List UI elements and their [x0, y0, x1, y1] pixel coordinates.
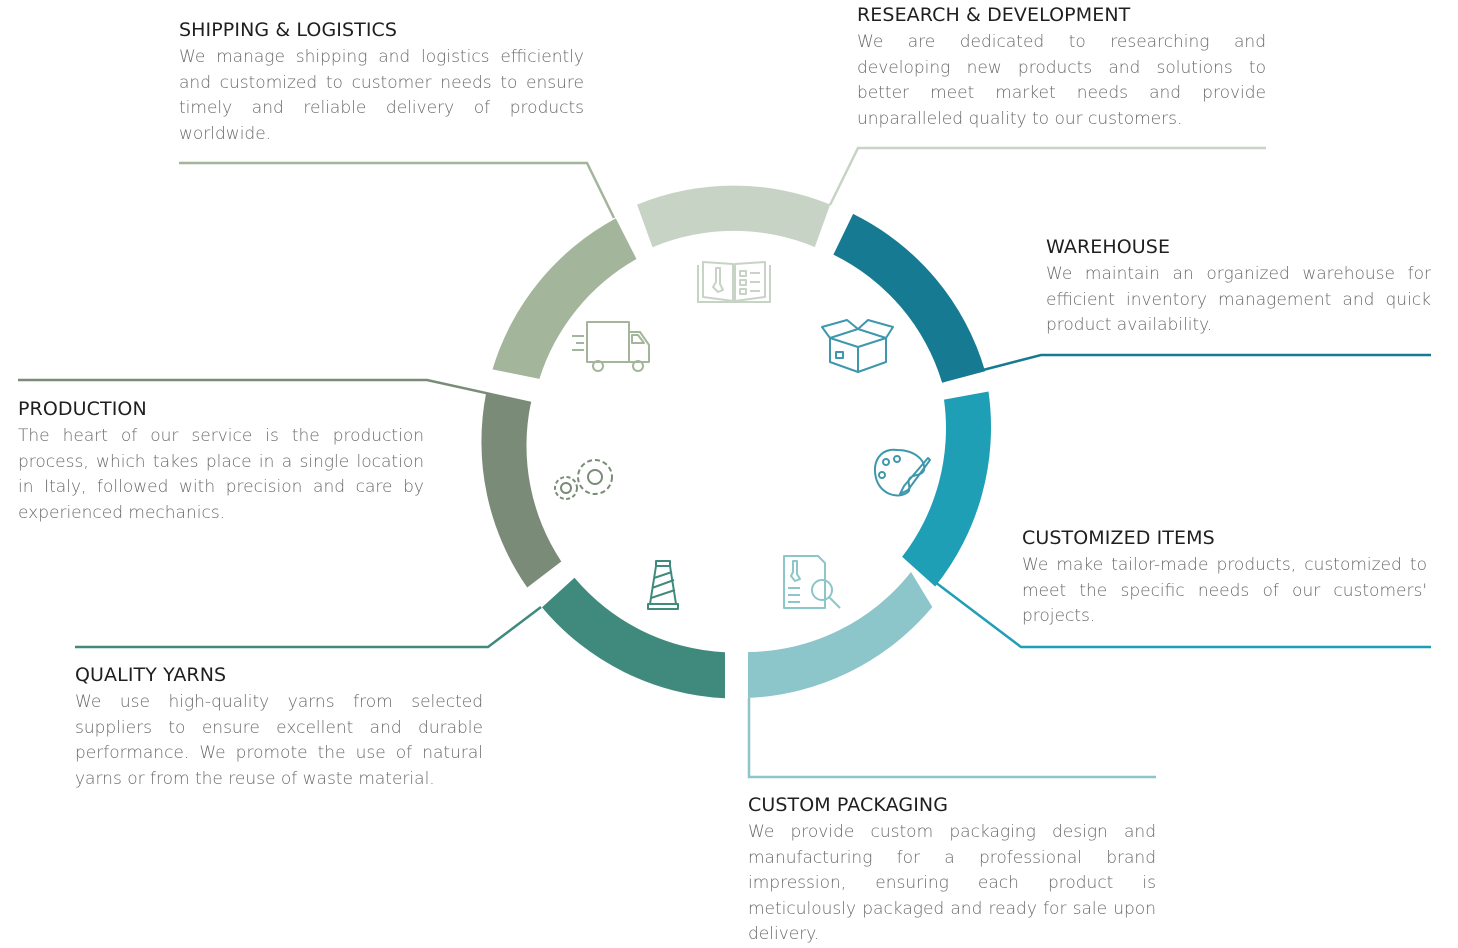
text-packaging: We provide custom packaging design and m… [748, 822, 1156, 944]
connector-research [828, 146, 1266, 206]
block-customized: CUSTOMIZED ITEMS We make tailor-made pro… [1022, 527, 1427, 630]
box-icon [821, 319, 894, 373]
connector-customized [934, 581, 1431, 649]
title-customized: CUSTOMIZED ITEMS [1022, 527, 1215, 549]
text-shipping: We manage shipping and logistics efficie… [179, 47, 584, 144]
block-research: RESEARCH & DEVELOPMENT We are dedicated … [857, 4, 1266, 132]
title-research: RESEARCH & DEVELOPMENT [857, 4, 1131, 26]
title-shipping: SHIPPING & LOGISTICS [179, 19, 398, 41]
title-production: PRODUCTION [18, 398, 147, 420]
text-yarns: We use high-quality yarns from selected … [75, 692, 483, 789]
title-yarns: QUALITY YARNS [75, 664, 227, 686]
ring-segment-warehouse [833, 213, 986, 383]
ring-segment-production [481, 392, 562, 588]
ring-segment-shipping [492, 218, 637, 379]
connector-shipping [179, 161, 616, 219]
text-research: We are dedicated to researching and deve… [857, 32, 1266, 129]
yarn-spool-icon [647, 560, 679, 610]
connector-yarns [75, 606, 542, 649]
document-search-icon [783, 555, 841, 609]
ring-segment-research [637, 185, 831, 248]
block-packaging: CUSTOM PACKAGING We provide custom packa… [748, 794, 1156, 948]
text-production: The heart of our service is the producti… [18, 426, 424, 523]
ring-segment-customized [902, 391, 992, 587]
truck-icon [572, 321, 650, 372]
block-warehouse: WAREHOUSE We maintain an organized wareh… [1046, 236, 1431, 339]
gears-icon [554, 459, 613, 500]
block-yarns: QUALITY YARNS We use high-quality yarns … [75, 664, 483, 792]
text-warehouse: We maintain an organized warehouse for e… [1046, 264, 1431, 335]
title-warehouse: WAREHOUSE [1046, 236, 1171, 258]
title-packaging: CUSTOM PACKAGING [748, 794, 949, 816]
ring-segment-yarns [542, 577, 725, 699]
connector-packaging [747, 698, 1156, 779]
book-icon [697, 261, 771, 303]
text-customized: We make tailor-made products, customized… [1022, 555, 1427, 626]
block-production: PRODUCTION The heart of our service is t… [18, 398, 424, 526]
palette-icon [874, 448, 931, 497]
connector-production [18, 378, 532, 405]
connector-warehouse [982, 353, 1431, 372]
ring-segment-packaging [748, 572, 933, 698]
block-shipping: SHIPPING & LOGISTICS We manage shipping … [179, 19, 584, 147]
